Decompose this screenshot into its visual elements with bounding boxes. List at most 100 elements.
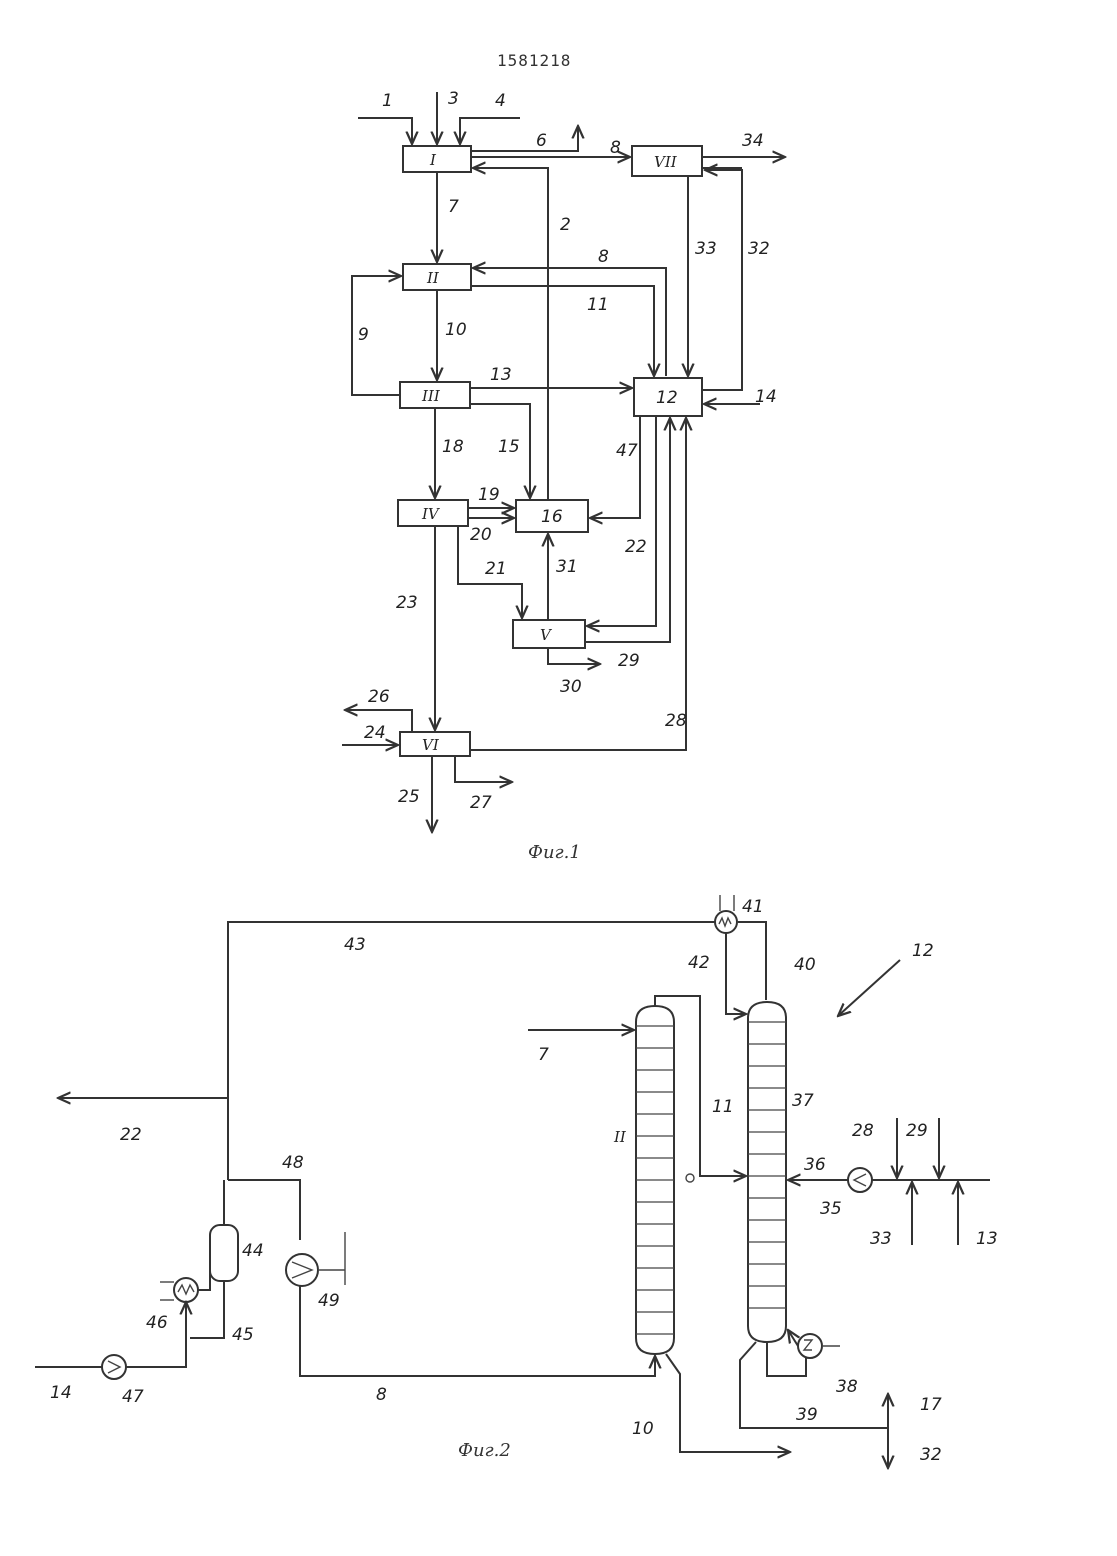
label-46: 46 (146, 1313, 168, 1333)
stream-label-27: 27 (470, 793, 492, 813)
stream-label-26: 26 (368, 687, 390, 707)
stream-label-1: 1 (382, 91, 393, 111)
stream-label-33: 33 (695, 239, 717, 259)
label-35: 35 (820, 1199, 842, 1219)
document-number: 1581218 (497, 51, 571, 70)
line-38-return (788, 1330, 798, 1346)
stream-11-line (471, 286, 654, 376)
stream-label-8: 8 (598, 247, 609, 267)
compressor-49-symbol (292, 1262, 312, 1278)
block-I (403, 146, 471, 172)
label-41: 41 (742, 897, 764, 917)
stream-8-line (473, 268, 666, 376)
label-43: 43 (344, 935, 366, 955)
line-46-to-44 (198, 1260, 210, 1290)
stream-label-18: 18 (442, 437, 464, 457)
label-45: 45 (232, 1325, 254, 1345)
reboiler-38-symbol (804, 1340, 812, 1350)
pump-35-icon (848, 1168, 872, 1192)
stream-label-21: 21 (485, 559, 507, 579)
valve-icon (686, 1174, 694, 1182)
label-11: 11 (712, 1097, 734, 1117)
line-11 (655, 996, 746, 1176)
stream-label-9: 9 (358, 325, 369, 345)
stream-label-19: 19 (478, 485, 500, 505)
pump-35-symbol (854, 1174, 866, 1186)
pump-47-symbol (108, 1361, 120, 1373)
label-48: 48 (282, 1153, 304, 1173)
stream-32-line (702, 170, 742, 390)
line-48 (228, 1180, 300, 1240)
stream-label-6: 6 (536, 131, 547, 151)
stream-label-25: 25 (398, 787, 420, 807)
stream-label-32: 32 (748, 239, 770, 259)
pump-47-icon (102, 1355, 126, 1379)
label-10: 10 (632, 1419, 654, 1439)
label-39: 39 (796, 1405, 818, 1425)
label-17: 17 (920, 1395, 942, 1415)
label-49: 49 (318, 1291, 340, 1311)
figure-2-column-unit: 41 43 42 40 12 7 22 11 37 II 28 29 36 35… (35, 895, 998, 1468)
label-33: 33 (870, 1229, 892, 1249)
stream-label-13: 13 (490, 365, 512, 385)
stream-label-34: 34 (742, 131, 764, 151)
label-47: 47 (122, 1387, 144, 1407)
label-14: 14 (50, 1383, 72, 1403)
stream-label-30: 30 (560, 677, 582, 697)
block-VI-label: VI (422, 736, 440, 754)
stream-label-15: 15 (498, 437, 520, 457)
stream-6-line (471, 126, 578, 151)
label-32: 32 (920, 1445, 942, 1465)
line-10 (666, 1354, 790, 1452)
column-II (636, 1006, 674, 1354)
stream-label-24: 24 (364, 723, 386, 743)
stream-label-47: 47 (616, 441, 638, 461)
stream-label-4: 4 (495, 91, 506, 111)
block-VII-label: VII (654, 153, 678, 171)
stream-label-11: 11 (587, 295, 609, 315)
label-37: 37 (792, 1091, 814, 1111)
line-40 (738, 922, 766, 1000)
stream-label-2: 2 (560, 215, 571, 235)
figure-1-caption: Фиг.1 (528, 842, 581, 863)
stream-27-line (455, 756, 512, 782)
block-16-label: 16 (541, 507, 563, 527)
label-22: 22 (120, 1125, 142, 1145)
block-IV-label: IV (421, 505, 441, 523)
condenser-41-coil (719, 918, 731, 926)
line-38-feed (767, 1342, 806, 1376)
stream-label-10: 10 (445, 320, 467, 340)
exchanger-46-icon (174, 1278, 198, 1302)
line-8 (300, 1286, 655, 1376)
block-12-label: 12 (656, 388, 678, 408)
label-29: 29 (906, 1121, 928, 1141)
label-42: 42 (688, 953, 710, 973)
stream-47-line (590, 416, 640, 518)
separator-44 (210, 1225, 238, 1281)
label-28: 28 (852, 1121, 874, 1141)
label-36: 36 (804, 1155, 826, 1175)
column-37 (748, 1002, 786, 1342)
stream-label-8-top: 8 (610, 138, 621, 158)
stream-label-14: 14 (755, 387, 777, 407)
label-7: 7 (538, 1045, 549, 1065)
exchanger-46-coil (178, 1285, 194, 1294)
label-44: 44 (242, 1241, 264, 1261)
stream-label-20: 20 (470, 525, 492, 545)
block-I-label: I (429, 151, 437, 169)
label-column-II: II (613, 1128, 627, 1146)
line-14-to-46 (126, 1302, 186, 1367)
stream-label-23: 23 (396, 593, 418, 613)
stream-1-line (358, 118, 412, 144)
figure-2-caption: Фиг.2 (458, 1440, 511, 1461)
stream-label-28: 28 (665, 711, 687, 731)
stream-30-line (548, 648, 600, 664)
reboiler-38-icon (798, 1334, 822, 1358)
block-III-label: III (421, 387, 441, 405)
stream-label-3: 3 (448, 89, 459, 109)
stream-label-31: 31 (556, 557, 578, 577)
label-38: 38 (836, 1377, 858, 1397)
line-42 (726, 933, 746, 1014)
stream-label-29: 29 (618, 651, 640, 671)
